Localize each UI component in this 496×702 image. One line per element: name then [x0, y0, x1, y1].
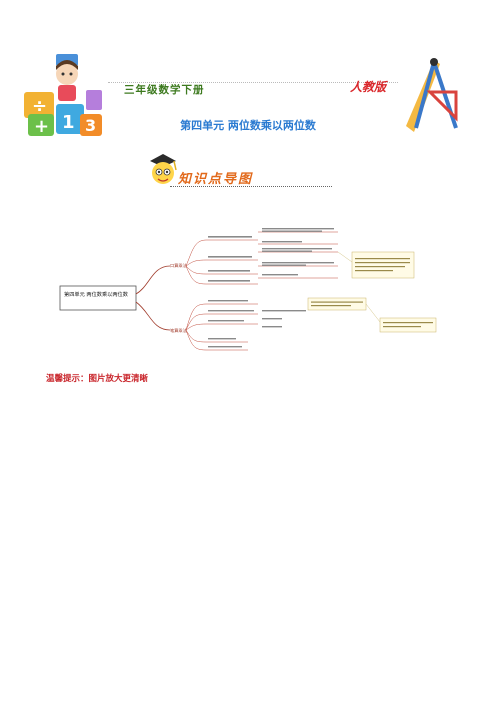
mascot-illustration: ÷ + 1 3: [24, 54, 102, 137]
knowledge-map-underline: [170, 186, 332, 187]
sticky-note-rule: [379, 317, 437, 333]
svg-text:3: 3: [85, 116, 96, 135]
mind-map: 第四单元 两位数乘以两位数 口算乘法 笔算乘法: [59, 228, 437, 351]
sticky-note-oral: [351, 251, 415, 279]
svg-text:÷: ÷: [32, 96, 47, 117]
mind-map-root-label: 第四单元 两位数乘以两位数: [64, 290, 129, 298]
branch-oral-label: 口算乘法: [170, 262, 187, 269]
branch-written-label: 笔算乘法: [170, 327, 187, 334]
svg-text:1: 1: [62, 112, 75, 133]
scholar-mascot-icon: [150, 154, 177, 184]
edition-label: 人教版: [350, 80, 387, 94]
knowledge-map-title: 知识点导图: [178, 172, 254, 187]
header-divider: [108, 82, 398, 83]
svg-text:+: +: [34, 116, 49, 137]
mind-map-root-box: [59, 285, 137, 311]
sticky-note-written: [307, 297, 367, 311]
unit-title: 第四单元 两位数乘以两位数: [180, 119, 316, 132]
compass-ruler-illustration: [406, 58, 458, 132]
zoom-tip: 温馨提示：图片放大更清晰: [46, 374, 149, 384]
grade-title: 三年级数学下册: [124, 84, 205, 96]
